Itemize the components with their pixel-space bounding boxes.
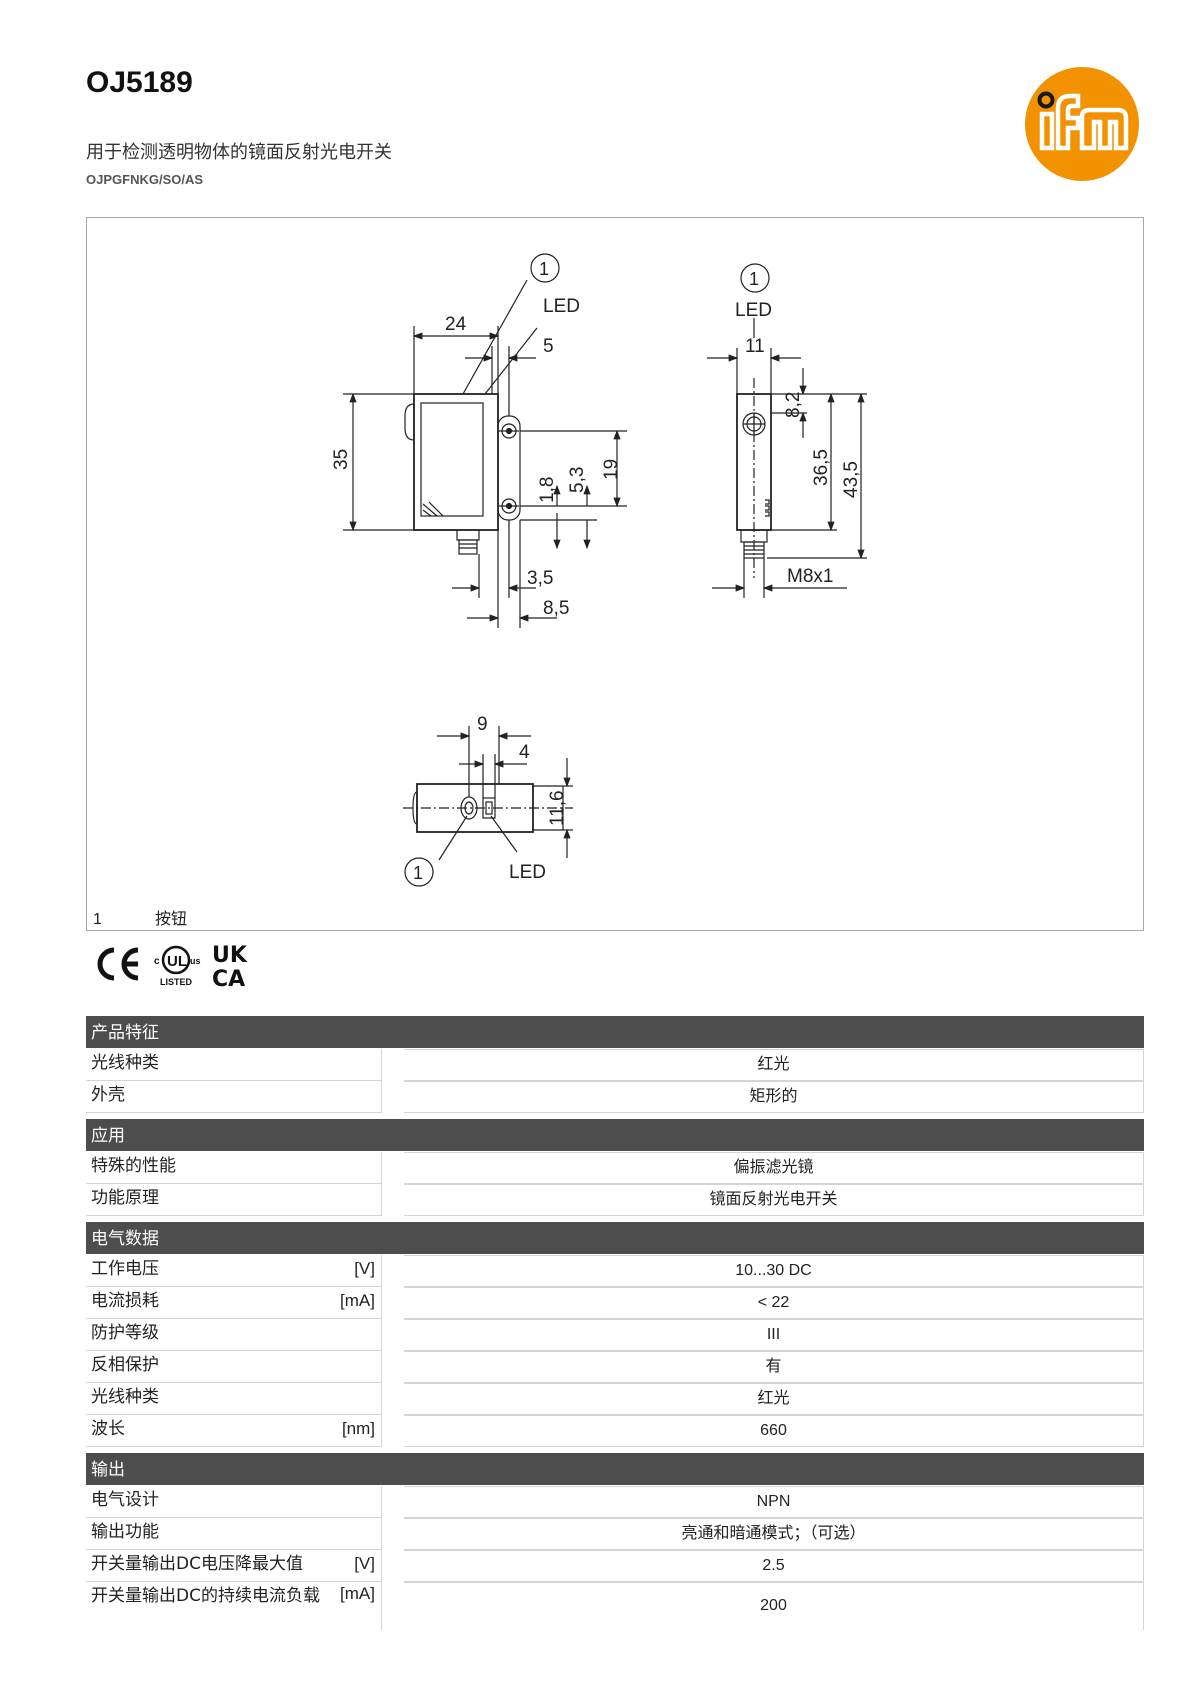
row-value: < 22 [404, 1287, 1144, 1319]
svg-text:c: c [154, 956, 160, 967]
product-title: OJ5189 [86, 66, 193, 99]
svg-text:us: us [190, 956, 201, 966]
ce-icon [97, 947, 139, 981]
callout-1-side: 1 [749, 269, 759, 289]
specifications-table: 产品特征 光线种类 红光 外壳 矩形的 应用 特殊的性能 偏振滤光镜 功能原理 … [86, 1016, 1144, 1630]
row-value: 660 [404, 1415, 1144, 1447]
row-value: 10...30 DC [404, 1255, 1144, 1287]
svg-text:CA: CA [212, 967, 245, 990]
lens-window [420, 402, 484, 517]
row-label: 特殊的性能 [86, 1152, 382, 1184]
row-value: 偏振滤光镜 [404, 1152, 1144, 1184]
sensor-body-front [413, 393, 499, 531]
legend-number: 1 [93, 911, 102, 928]
row-value: 亮通和暗通模式；（可选） [404, 1518, 1144, 1550]
dim-1-8: 1,8 [537, 477, 558, 503]
product-code: OJPGFNKG/SO/AS [86, 172, 204, 187]
table-row: 电流损耗[mA] < 22 [86, 1287, 1144, 1319]
dim-8-5: 8,5 [543, 598, 569, 619]
table-row: 工作电压[V] 10...30 DC [86, 1255, 1144, 1287]
table-row: 电气设计 NPN [86, 1486, 1144, 1518]
row-label: 波长[nm] [86, 1415, 382, 1447]
table-row: 光线种类 红光 [86, 1049, 1144, 1081]
section-header: 产品特征 [86, 1016, 1144, 1048]
row-label: 工作电压[V] [86, 1255, 382, 1287]
ukca-icon: UK CA [212, 943, 248, 990]
table-row: 波长[nm] 660 [86, 1415, 1144, 1447]
row-label: 功能原理 [86, 1184, 382, 1216]
dim-19: 19 [601, 459, 622, 480]
table-row: 开关量输出DC的持续电流负载[mA] 200 [86, 1582, 1144, 1630]
certification-marks: UL c us LISTED UK CA [97, 943, 248, 990]
table-row: 反相保护 有 [86, 1351, 1144, 1383]
dim-24: 24 [445, 314, 467, 335]
dim-36-5: 36,5 [811, 449, 832, 486]
table-row: 特殊的性能 偏振滤光镜 [86, 1152, 1144, 1184]
row-label: 输出功能 [86, 1518, 382, 1550]
ifm-logo-icon [1025, 67, 1139, 181]
table-row: 防护等级 III [86, 1319, 1144, 1351]
row-label: 开关量输出DC电压降最大值[V] [86, 1550, 382, 1582]
culus-listed-icon: UL c us LISTED [154, 945, 201, 987]
row-value: 有 [404, 1351, 1144, 1383]
section-header: 电气数据 [86, 1222, 1144, 1254]
row-label: 电流损耗[mA] [86, 1287, 382, 1319]
row-label: 反相保护 [86, 1351, 382, 1383]
svg-text:LISTED: LISTED [160, 977, 193, 987]
svg-text:UL: UL [167, 953, 187, 970]
table-row: 光线种类 红光 [86, 1383, 1144, 1415]
dim-3-5: 3,5 [527, 568, 553, 589]
dimension-drawing: 1 1 1 LED LED LED 24 5 35 19 5,3 1,8 3,5… [86, 217, 1144, 931]
dim-43-5: 43,5 [841, 461, 862, 498]
callout-1-top: 1 [413, 863, 423, 883]
row-label: 光线种类 [86, 1383, 382, 1415]
row-value: 红光 [404, 1049, 1144, 1081]
legend-text: 按钮 [155, 909, 188, 928]
dim-4: 4 [519, 742, 530, 763]
dim-8-2: 8,2 [783, 392, 804, 418]
dim-5-3: 5,3 [567, 467, 588, 493]
row-value: 镜面反射光电开关 [404, 1184, 1144, 1216]
row-label: 光线种类 [86, 1049, 382, 1081]
led-label-side: LED [735, 300, 772, 321]
svg-text:UK: UK [212, 943, 248, 968]
led-label-top: LED [509, 862, 546, 883]
table-row: 功能原理 镜面反射光电开关 [86, 1184, 1144, 1216]
dim-11: 11 [745, 336, 765, 357]
row-value: 矩形的 [404, 1081, 1144, 1113]
product-subtitle: 用于检测透明物体的镜面反射光电开关 [86, 142, 392, 163]
dim-35: 35 [331, 449, 352, 470]
drawing-legend: 1 按钮 [93, 908, 187, 930]
dim-9: 9 [477, 714, 488, 735]
row-label: 开关量输出DC的持续电流负载[mA] [86, 1582, 382, 1630]
dim-m8x1: M8x1 [787, 566, 833, 587]
callout-1-front: 1 [539, 259, 549, 279]
technical-drawing-svg: 1 1 1 LED LED LED 24 5 35 19 5,3 1,8 3,5… [331, 253, 867, 887]
row-value: NPN [404, 1486, 1144, 1518]
led-label-front: LED [543, 296, 580, 317]
dim-11-6: 11,6 [547, 790, 568, 826]
row-label: 防护等级 [86, 1319, 382, 1351]
table-row: 开关量输出DC电压降最大值[V] 2.5 [86, 1550, 1144, 1582]
row-label: 电气设计 [86, 1486, 382, 1518]
row-label: 外壳 [86, 1081, 382, 1113]
table-row: 外壳 矩形的 [86, 1081, 1144, 1113]
row-value: 200 [404, 1582, 1144, 1630]
row-value: 2.5 [404, 1550, 1144, 1582]
dim-5: 5 [543, 336, 554, 357]
section-header: 应用 [86, 1119, 1144, 1151]
row-value: 红光 [404, 1383, 1144, 1415]
section-header: 输出 [86, 1453, 1144, 1485]
row-value: III [404, 1319, 1144, 1351]
table-row: 输出功能 亮通和暗通模式；（可选） [86, 1518, 1144, 1550]
